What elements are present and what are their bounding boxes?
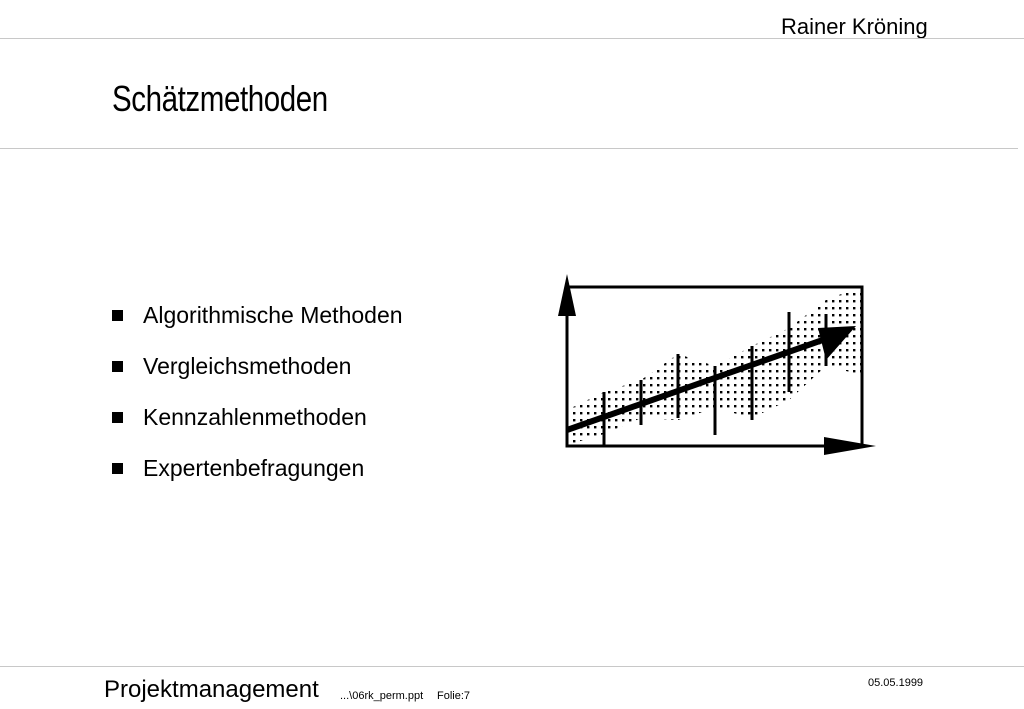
- list-item: Vergleichsmethoden: [112, 341, 403, 392]
- square-bullet-icon: [112, 412, 123, 423]
- square-bullet-icon: [112, 310, 123, 321]
- bullet-text: Vergleichsmethoden: [143, 353, 352, 379]
- footer-slide-number: Folie:7: [437, 690, 471, 702]
- bullet-list: Algorithmische Methoden Vergleichsmethod…: [112, 290, 403, 494]
- author-name: Rainer Kröning: [781, 14, 928, 39]
- list-item: Kennzahlenmethoden: [112, 392, 403, 443]
- list-item: Algorithmische Methoden: [112, 290, 403, 341]
- list-item: Expertenbefragungen: [112, 443, 403, 494]
- trend-arrow-icon: [566, 326, 856, 433]
- footer-filename: ...\06rk_perm.ppt: [340, 690, 424, 702]
- title-rule: [0, 148, 1018, 149]
- header-rule: [0, 38, 1024, 39]
- square-bullet-icon: [112, 463, 123, 474]
- estimation-diagram: [558, 274, 876, 455]
- footer-rule: [0, 666, 1024, 667]
- footer-title: Projektmanagement: [104, 676, 319, 703]
- bullet-text: Kennzahlenmethoden: [143, 404, 367, 430]
- bullet-text: Algorithmische Methoden: [143, 302, 403, 328]
- square-bullet-icon: [112, 361, 123, 372]
- bullet-text: Expertenbefragungen: [143, 455, 365, 481]
- slide-title: Schätzmethoden: [112, 78, 328, 119]
- y-axis-arrow-icon: [558, 274, 576, 446]
- x-axis-arrow-icon: [567, 437, 876, 455]
- footer-date: 05.05.1999: [868, 677, 924, 689]
